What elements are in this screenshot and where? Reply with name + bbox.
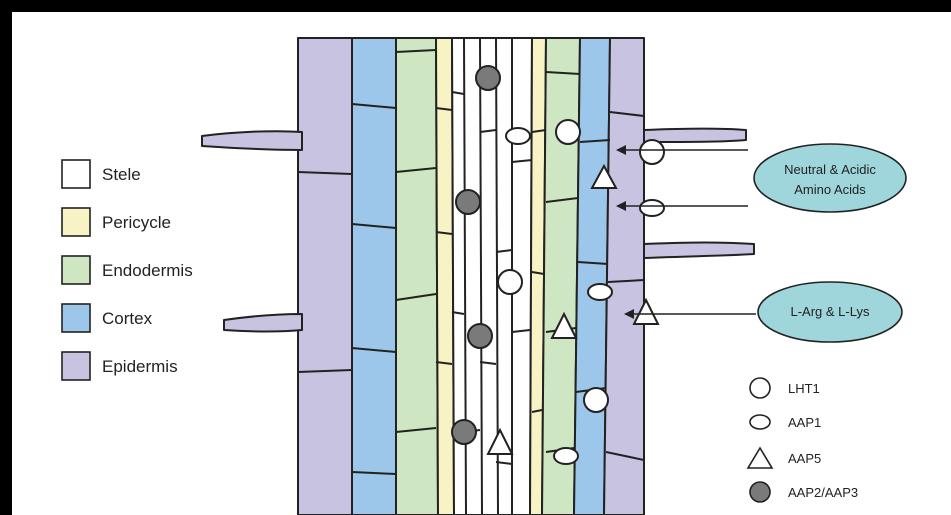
aap23-marker [452, 420, 476, 444]
key-label: AAP5 [788, 451, 821, 466]
root-hair-left-bottom [224, 314, 302, 332]
root-hair-left-top [202, 131, 302, 150]
legend-label: Stele [102, 165, 141, 184]
aap23-marker [476, 66, 500, 90]
key-label: AAP1 [788, 415, 821, 430]
pool-neutral-acidic: Neutral & Acidic Amino Acids [754, 144, 906, 212]
ellipse-icon [750, 415, 770, 429]
legend-label: Epidermis [102, 357, 178, 376]
epidermis-left [298, 38, 352, 515]
legend-label: Pericycle [102, 213, 171, 232]
legend-label: Endodermis [102, 261, 193, 280]
aap1-marker [554, 448, 578, 464]
lht1-marker [498, 270, 522, 294]
legend-label: Cortex [102, 309, 153, 328]
swatch [62, 208, 90, 236]
pool-ellipse [754, 144, 906, 212]
pool-label-line2: Amino Acids [794, 182, 866, 197]
legend-item-epidermis: Epidermis [62, 352, 178, 380]
swatch [62, 256, 90, 284]
root-hair-right-middle [644, 243, 754, 259]
root-cross-section [202, 38, 754, 515]
pool-arg-lys: L-Arg & L-Lys [758, 282, 902, 342]
key-label: LHT1 [788, 381, 820, 396]
lht1-marker [584, 388, 608, 412]
transporter-key: LHT1 AAP1 AAP5 AAP2/AAP3 [748, 378, 858, 502]
root-hair-right-top [644, 129, 746, 143]
aap1-marker [640, 200, 664, 216]
legend-item-endodermis: Endodermis [62, 256, 193, 284]
legend-item-cortex: Cortex [62, 304, 153, 332]
swatch [62, 352, 90, 380]
triangle-icon [748, 448, 772, 468]
aap23-marker [456, 190, 480, 214]
pool-label-line1: Neutral & Acidic [784, 162, 876, 177]
root-tissue-diagram: Neutral & Acidic Amino Acids L-Arg & L-L… [12, 12, 951, 515]
lht1-marker [640, 140, 664, 164]
cortex-left [352, 38, 396, 515]
legend-item-stele: Stele [62, 160, 141, 188]
endodermis-left [396, 38, 438, 515]
aap1-marker [506, 128, 530, 144]
key-label: AAP2/AAP3 [788, 485, 858, 500]
pool-label-line1: L-Arg & L-Lys [791, 304, 870, 319]
legend-item-pericycle: Pericycle [62, 208, 171, 236]
swatch [62, 304, 90, 332]
aap23-marker [468, 324, 492, 348]
filled-circle-icon [750, 482, 770, 502]
tissue-legend: Stele Pericycle Endodermis Cortex Epider… [62, 160, 193, 380]
circle-icon [750, 378, 770, 398]
diagram-canvas: Neutral & Acidic Amino Acids L-Arg & L-L… [12, 12, 951, 515]
lht1-marker [556, 120, 580, 144]
aap1-marker [588, 284, 612, 300]
swatch [62, 160, 90, 188]
epidermis-right [604, 38, 644, 515]
